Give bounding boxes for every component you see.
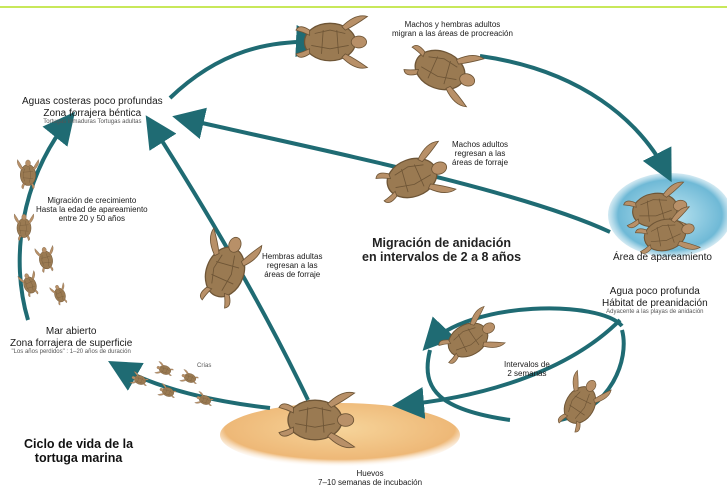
- label-line: regresan a las: [262, 261, 322, 270]
- label-growth-migration: Migración de crecimiento Hasta la edad d…: [36, 196, 148, 224]
- label-line: 2 semanas: [504, 369, 550, 378]
- turtle-females-returning: [189, 228, 263, 313]
- label-females-return: Hembras adultas regresan a las áreas de …: [262, 252, 322, 280]
- label-line: entre 20 y 50 años: [36, 214, 148, 223]
- arrow-breeding-to-mating: [480, 56, 668, 175]
- label-line: regresan a las: [452, 149, 508, 158]
- turtle-adult-migrating: [399, 34, 484, 108]
- title-line: tortuga marina: [24, 451, 133, 465]
- label-line: Aguas costeras poco profundas: [22, 96, 163, 108]
- label-line: Machos adultos: [452, 140, 508, 149]
- label-sub: Tortugas inmaduras Tortugas adultas: [22, 119, 163, 126]
- turtle-interval-bottom: [550, 370, 612, 437]
- label-sub: "Los años perdidos" : 1–20 años de durac…: [10, 349, 132, 356]
- label-intervals: Intervalos de 2 semanas: [504, 360, 550, 378]
- label-line: Hembras adultas: [262, 252, 322, 261]
- turtle-interval-top: [433, 306, 505, 373]
- label-line: migran a las áreas de procreación: [392, 29, 513, 38]
- diagram-title: Ciclo de vida de la tortuga marina: [24, 437, 133, 466]
- label-line: 7–10 semanas de incubación: [318, 478, 422, 487]
- label-eggs: Huevos 7–10 semanas de incubación: [318, 469, 422, 487]
- center-line: en intervalos de 2 a 8 años: [362, 250, 521, 264]
- title-line: Ciclo de vida de la: [24, 437, 133, 451]
- turtle-adult-breeding: [296, 16, 367, 68]
- label-coastal-waters: Aguas costeras poco profundas Zona forra…: [22, 96, 163, 126]
- arrow-to-breeding: [170, 42, 320, 98]
- label-line: Huevos: [318, 469, 422, 478]
- label-line: Intervalos de: [504, 360, 550, 369]
- label-line: Mar abierto: [10, 326, 132, 338]
- label-hatchlings: Crías: [197, 363, 211, 370]
- label-line: áreas de forraje: [262, 270, 322, 279]
- arrow-hatchlings-to-sea: [115, 365, 270, 408]
- label-line: Zona forrajera béntica: [22, 108, 163, 120]
- label-line: Migración de crecimiento: [36, 196, 148, 205]
- label-sub: Adyacente a las playas de anidación: [602, 309, 708, 316]
- label-shallow-water: Agua poco profunda Hábitat de preanidaci…: [602, 286, 708, 316]
- center-line: Migración de anidación: [362, 236, 521, 250]
- label-line: Hábitat de preanidación: [602, 298, 708, 310]
- label-line: Hasta la edad de apareamiento: [36, 205, 148, 214]
- label-line: Machos y hembras adultos: [392, 20, 513, 29]
- label-line: Zona forrajera de superficie: [10, 338, 132, 350]
- label-males-return: Machos adultos regresan a las áreas de f…: [452, 140, 508, 168]
- nesting-migration-title: Migración de anidación en intervalos de …: [362, 236, 521, 265]
- label-line: áreas de forraje: [452, 158, 508, 167]
- label-line: Agua poco profunda: [602, 286, 708, 298]
- label-mating-area: Área de apareamiento: [613, 252, 712, 264]
- label-open-sea: Mar abierto Zona forrajera de superficie…: [10, 326, 132, 356]
- label-males-females-migrate: Machos y hembras adultos migran a las ár…: [392, 20, 513, 38]
